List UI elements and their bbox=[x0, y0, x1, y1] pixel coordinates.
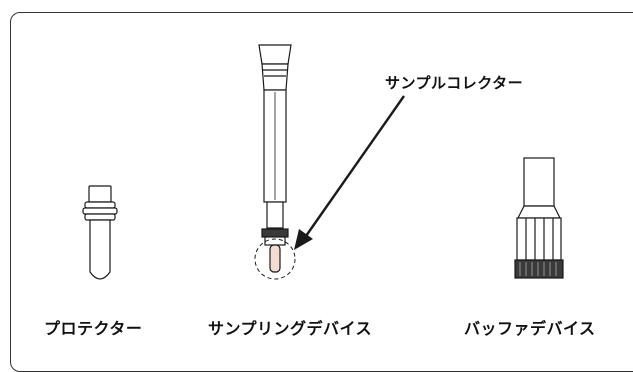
buffer-device-label: バッファデバイス bbox=[464, 319, 596, 338]
diagram-illustration bbox=[82, 44, 564, 280]
sampling-device-label: サンプリングデバイス bbox=[208, 319, 373, 338]
protector-illustration bbox=[82, 185, 118, 280]
protector-label: プロテクター bbox=[44, 319, 143, 338]
buffer-device-illustration bbox=[514, 157, 564, 279]
pointer-arrow bbox=[294, 95, 405, 250]
sample-collector-label: サンプルコレクター bbox=[385, 74, 524, 92]
sampling-device-illustration bbox=[254, 44, 296, 280]
